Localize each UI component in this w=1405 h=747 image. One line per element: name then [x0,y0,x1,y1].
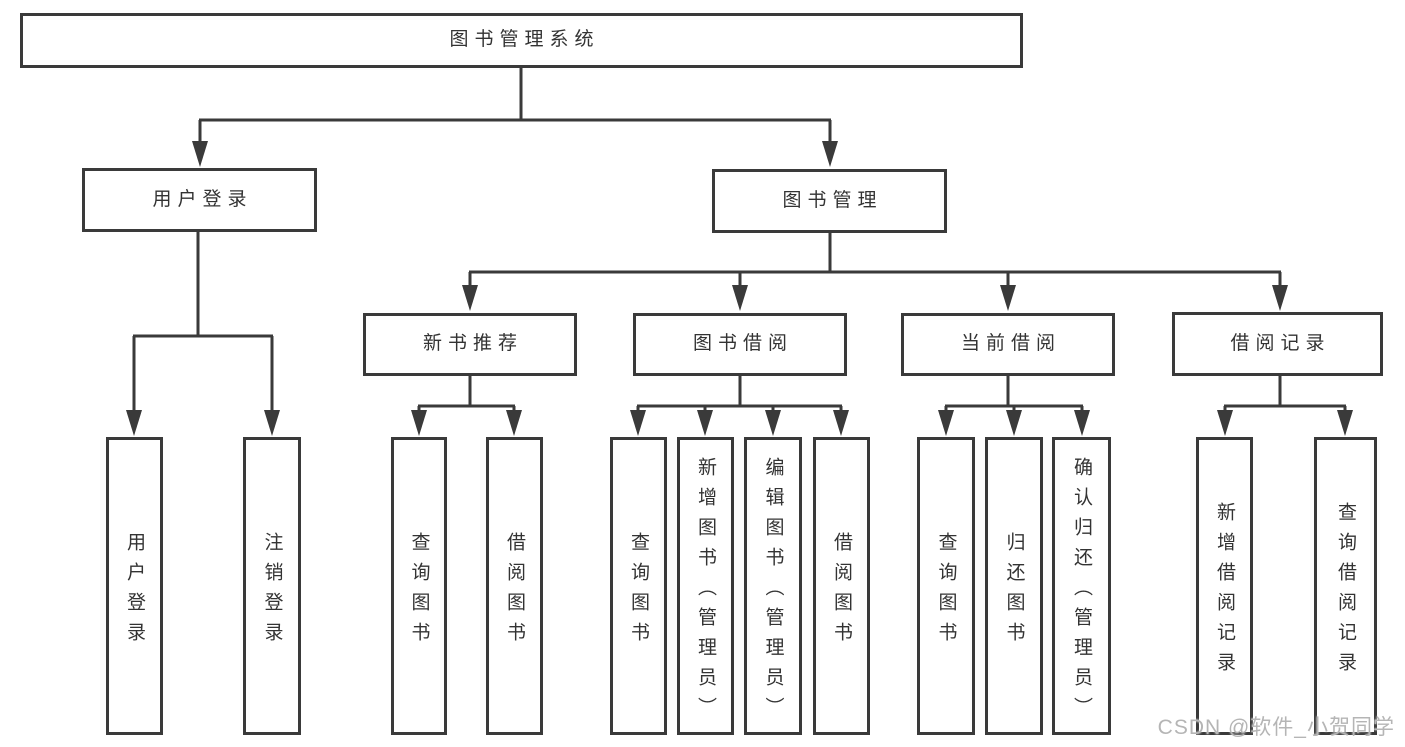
node-new-book-recommend: 新书推荐 [363,313,577,376]
arrowhead-icon [732,285,748,311]
connector-bookborrow-to-leaves [636,375,843,414]
csdn-watermark: CSDN @软件_小贺同学 [1157,716,1395,739]
leaf-user-login: 用户登录 [106,437,163,735]
leaf-query-books: 查询图书 [917,437,975,735]
arrowhead-icon [938,410,954,436]
node-label: 图书借阅 [692,333,793,355]
leaf-return-books: 归还图书 [985,437,1043,735]
node-label: 查询借阅记录 [1335,501,1356,682]
arrowhead-icon [506,410,522,436]
arrowhead-icon [126,410,142,436]
arrowhead-icon [462,285,478,311]
arrowhead-icon [1074,410,1090,436]
arrowhead-icon [1006,410,1022,436]
connector-bookmgmt-to-level3 [468,232,1282,290]
arrowhead-icon [264,410,280,436]
arrowhead-icon [822,141,838,167]
arrowhead-icon [765,410,781,436]
node-label: 图书管理 [782,189,883,211]
node-label: 图书管理系统 [449,29,600,51]
leaf-edit-books-admin: 编辑图书（管理员） [744,437,802,735]
connector-newbook-to-leaves [417,375,516,414]
node-label: 查询图书 [628,531,649,652]
node-label: 查询图书 [935,531,957,652]
arrowhead-icon [411,410,427,436]
node-borrow-records: 借阅记录 [1172,312,1383,376]
leaf-borrow-books: 借阅图书 [813,437,870,735]
leaf-query-borrow-record: 查询借阅记录 [1314,437,1377,735]
leaf-query-books: 查询图书 [610,437,667,735]
arrowhead-icon [630,410,646,436]
node-label: 新增借阅记录 [1214,501,1235,682]
arrowhead-icon [1000,285,1016,311]
node-label: 借阅记录 [1230,332,1331,354]
arrowhead-icon [1272,285,1288,311]
node-label: 编辑图书（管理员） [762,456,784,727]
arrowhead-icon [697,410,713,436]
node-current-borrowing: 当前借阅 [901,313,1115,376]
node-label: 当前借阅 [960,333,1061,355]
leaf-query-books: 查询图书 [391,437,447,735]
leaf-confirm-return-admin: 确认归还（管理员） [1052,437,1111,735]
arrowhead-icon [1337,410,1353,436]
connector-userlogin-to-leaves [132,231,274,414]
node-label: 查询图书 [408,531,430,652]
node-label: 用户登录 [124,531,145,652]
node-label: 新增图书（管理员） [695,456,716,727]
leaf-borrow-books: 借阅图书 [486,437,543,735]
node-label: 注销登录 [261,531,283,652]
node-user-login: 用户登录 [82,168,317,232]
connector-currentborrow-to-leaves [944,375,1084,414]
leaf-logout: 注销登录 [243,437,301,735]
node-label: 归还图书 [1003,531,1025,652]
node-label: 确认归还（管理员） [1071,456,1092,727]
node-label: 新书推荐 [422,333,523,355]
node-label: 借阅图书 [504,531,525,652]
node-label: 用户登录 [152,188,253,210]
node-book-management: 图书管理 [712,169,947,233]
node-book-borrowing: 图书借阅 [633,313,847,376]
leaf-add-books-admin: 新增图书（管理员） [677,437,734,735]
leaf-add-borrow-record: 新增借阅记录 [1196,437,1253,735]
connector-root-to-level2 [198,66,832,146]
node-label: 借阅图书 [831,531,852,652]
arrowhead-icon [192,141,208,167]
arrowhead-icon [833,410,849,436]
arrowheads [126,141,1353,436]
node-root-system: 图书管理系统 [20,13,1023,68]
arrowhead-icon [1217,410,1233,436]
connector-borrowrecords-to-leaves [1223,375,1347,414]
